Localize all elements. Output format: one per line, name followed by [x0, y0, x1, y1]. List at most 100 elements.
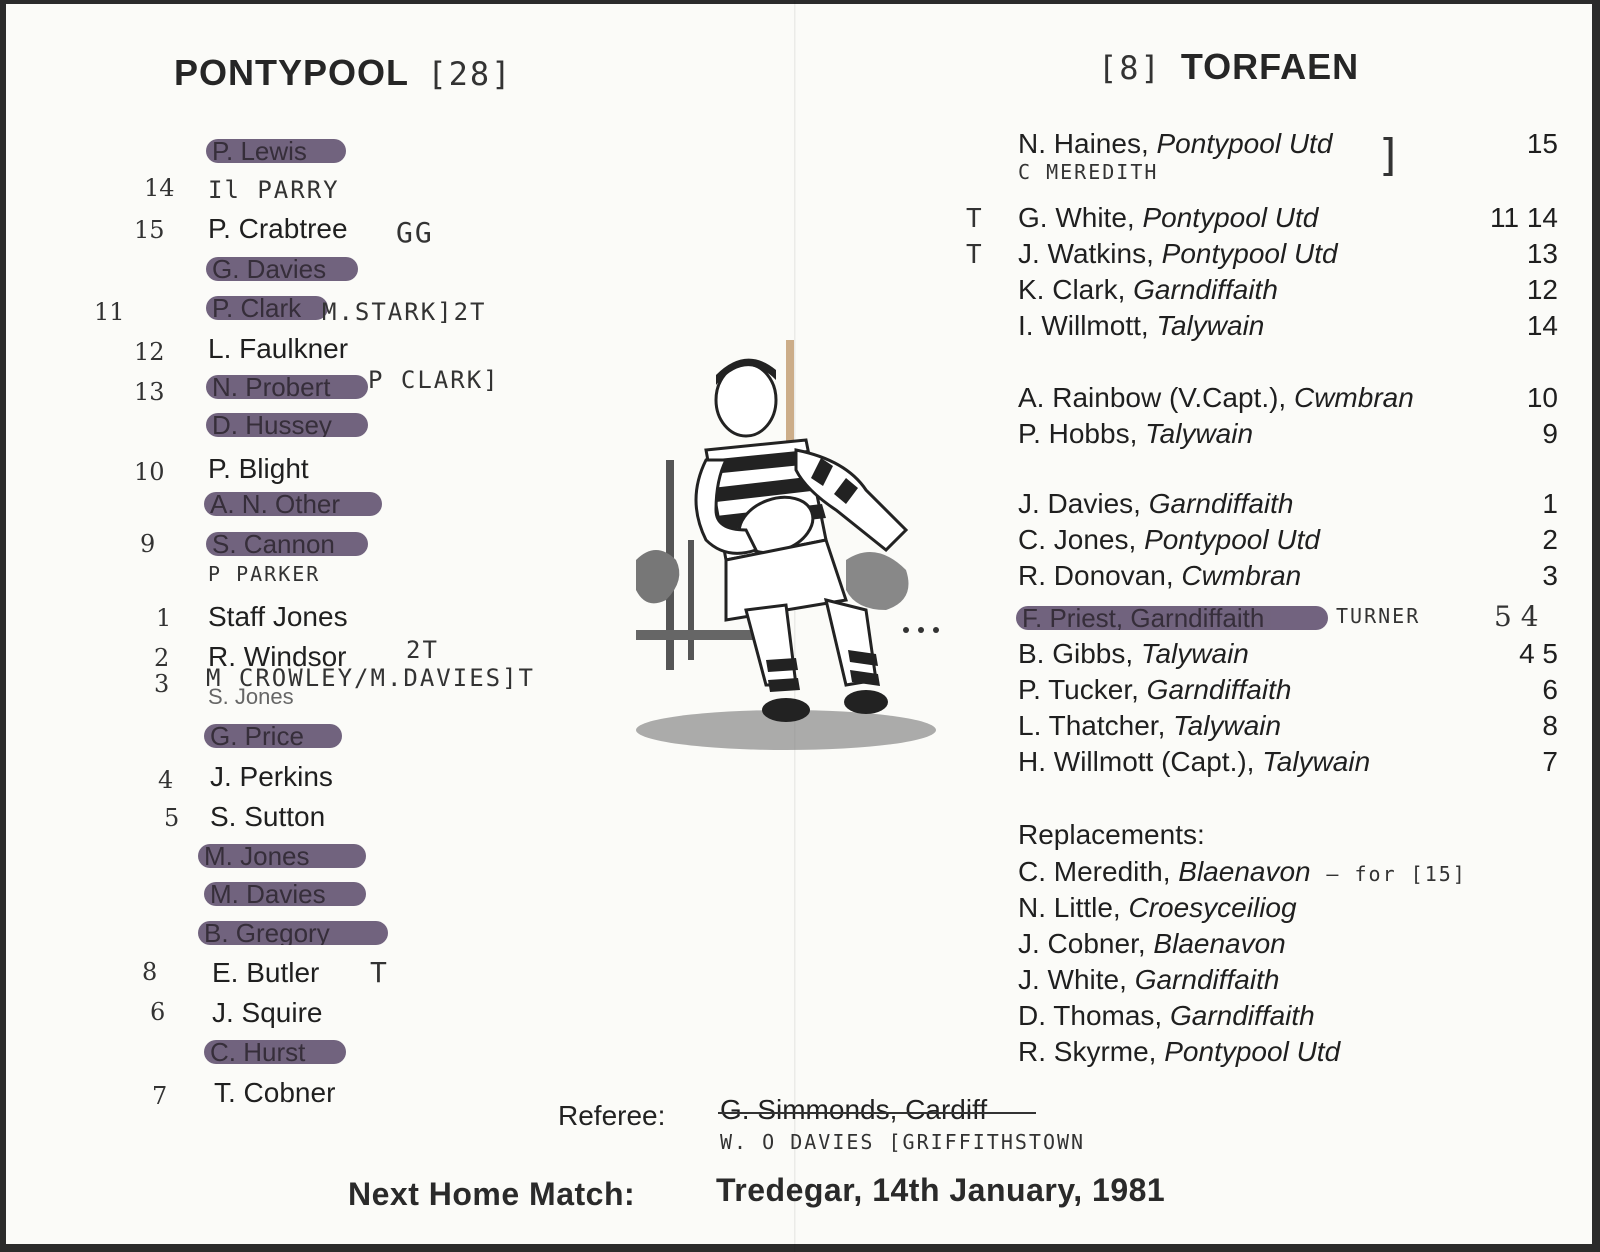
player-club: Pontypool Utd: [1144, 524, 1320, 555]
position-number: 13: [134, 378, 165, 406]
player-name: J. Watkins,: [1018, 238, 1154, 269]
player-club: Talywain: [1145, 418, 1254, 449]
struck-player: C. Hurst: [204, 1040, 346, 1064]
player-name: E. Butler: [212, 957, 320, 988]
struck-player: A. N. Other: [204, 492, 382, 516]
player-name: J. Perkins: [210, 761, 333, 792]
position-number: 3: [154, 670, 170, 698]
struck-player: D. Hussey: [206, 413, 368, 437]
player-club: Cwmbran: [1293, 382, 1414, 413]
player-name: I. Willmott,: [1018, 310, 1149, 341]
position-number: 6: [150, 998, 166, 1026]
struck-player: P. Clark: [206, 296, 328, 320]
position-number: 1: [156, 604, 172, 632]
player-name: Staff Jones: [208, 601, 348, 632]
position-number: 8: [142, 958, 158, 986]
away-player-row: P. Tucker, Garndiffaith 6: [1018, 674, 1558, 708]
away-player-row: A. Rainbow (V.Capt.), Cwmbran 10: [1018, 382, 1558, 416]
player-club: Garndiffaith: [1133, 274, 1278, 305]
player-name: S. Sutton: [210, 801, 326, 832]
position-number: 7: [152, 1082, 168, 1110]
struck-player: N. Probert: [206, 375, 368, 399]
position-number: 4 5: [1519, 638, 1558, 669]
player-name: J. Davies,: [1018, 488, 1141, 519]
away-player-row: I. Willmott, Talywain 14: [1018, 310, 1558, 344]
struck-player: S. Cannon: [206, 532, 368, 556]
position-number: 12: [1526, 274, 1558, 305]
scan-edge-left: [0, 0, 6, 1252]
position-number: 2: [1542, 524, 1558, 555]
referee-strikethrough: [718, 1112, 1036, 1114]
player-name: C. Jones,: [1018, 524, 1137, 555]
away-player-row: L. Thatcher, Talywain 8: [1018, 710, 1558, 744]
rugby-player-illustration: [636, 340, 939, 750]
referee-handwritten-name: W. O DAVIES [GRIFFITHSTOWN: [720, 1130, 1086, 1154]
position-number: 14: [144, 174, 175, 202]
player-name: S. Jones: [208, 684, 294, 709]
struck-player: G. Price: [204, 724, 342, 748]
next-match-label: Next Home Match:: [348, 1176, 636, 1212]
replacement-row: J. White, Garndiffaith: [1018, 964, 1558, 998]
away-player-row: G. White, Pontypool Utd 11 14: [1018, 202, 1558, 236]
away-player-row: J. Davies, Garndiffaith 1: [1018, 488, 1558, 522]
player-club: Croesyceiliog: [1128, 892, 1297, 923]
position-number: 3: [1542, 560, 1558, 591]
page-fold: [794, 0, 796, 1252]
player-name: P. Hobbs,: [1018, 418, 1138, 449]
away-player-row: H. Willmott (Capt.), Talywain 7: [1018, 746, 1558, 780]
position-number: 15: [1526, 128, 1558, 159]
player-name: G. White,: [1018, 202, 1135, 233]
position-number: 9: [140, 530, 156, 558]
player-name: D. Thomas,: [1018, 1000, 1163, 1031]
position-number: 13: [1526, 238, 1558, 269]
position-number: 5 4: [1494, 600, 1539, 633]
player-club: Blaenavon: [1178, 856, 1311, 887]
player-name: K. Clark,: [1018, 274, 1126, 305]
position-number: 15: [134, 216, 165, 244]
replacement-row: D. Thomas, Garndiffaith: [1018, 1000, 1558, 1034]
handwritten-replacement: TURNER: [1336, 604, 1421, 628]
position-number: 2: [154, 644, 170, 672]
bracket-mark: ]: [1376, 130, 1403, 181]
home-team-title: PONTYPOOL [28]: [174, 52, 512, 94]
player-name: C. Meredith,: [1018, 856, 1171, 887]
player-club: Blaenavon: [1153, 928, 1286, 959]
struck-player: B. Gregory: [198, 921, 388, 945]
player-name: B. Gibbs,: [1018, 638, 1134, 669]
handwritten-note: – for [15]: [1326, 862, 1467, 886]
home-score: [28]: [427, 55, 513, 93]
scan-edge-top: [0, 0, 1600, 4]
player-club: Garndiffaith: [1148, 488, 1294, 519]
handwritten-replacement: Il PARRY: [208, 176, 340, 204]
replacement-row: C. Meredith, Blaenavon – for [15]: [1018, 856, 1558, 890]
struck-player: G. Davies: [206, 257, 358, 281]
away-team-name: TORFAEN: [1180, 46, 1360, 87]
player-club: Pontypool Utd: [1161, 238, 1338, 269]
player-name: J. White,: [1018, 964, 1127, 995]
position-number: 1: [1542, 488, 1558, 519]
player-name: P. Crabtree: [208, 213, 348, 244]
referee-label: Referee:: [558, 1100, 666, 1131]
position-number: 11 14: [1490, 202, 1558, 233]
player-name: H. Willmott (Capt.),: [1018, 746, 1255, 777]
handwritten-replacement: M CROWLEY/M.DAVIES]T: [206, 664, 535, 692]
try-mark: T: [966, 204, 982, 234]
replacement-row: J. Cobner, Blaenavon: [1018, 928, 1558, 962]
handwritten-replacement: M.STARK]2T: [322, 298, 487, 326]
scan-edge-bottom: [0, 1244, 1600, 1252]
player-name: N. Haines,: [1018, 128, 1149, 159]
player-name: P. Tucker,: [1018, 674, 1139, 705]
away-player-row: N. Haines, Pontypool Utd 15: [1018, 128, 1558, 162]
try-mark: T: [966, 240, 982, 270]
player-club: Talywain: [1262, 746, 1371, 777]
player-club: Talywain: [1173, 710, 1282, 741]
position-number: 7: [1542, 746, 1558, 777]
player-club: Garndiffaith: [1134, 964, 1280, 995]
handwritten-replacement: C MEREDITH: [1018, 160, 1159, 184]
player-name: L. Faulkner: [208, 333, 349, 364]
player-club: Pontypool Utd: [1164, 1036, 1341, 1067]
position-number: 12: [134, 338, 165, 366]
scan-edge-right: [1592, 0, 1600, 1252]
player-name: A. Rainbow (V.Capt.),: [1018, 382, 1287, 413]
handwritten-note: 2T: [406, 636, 439, 664]
